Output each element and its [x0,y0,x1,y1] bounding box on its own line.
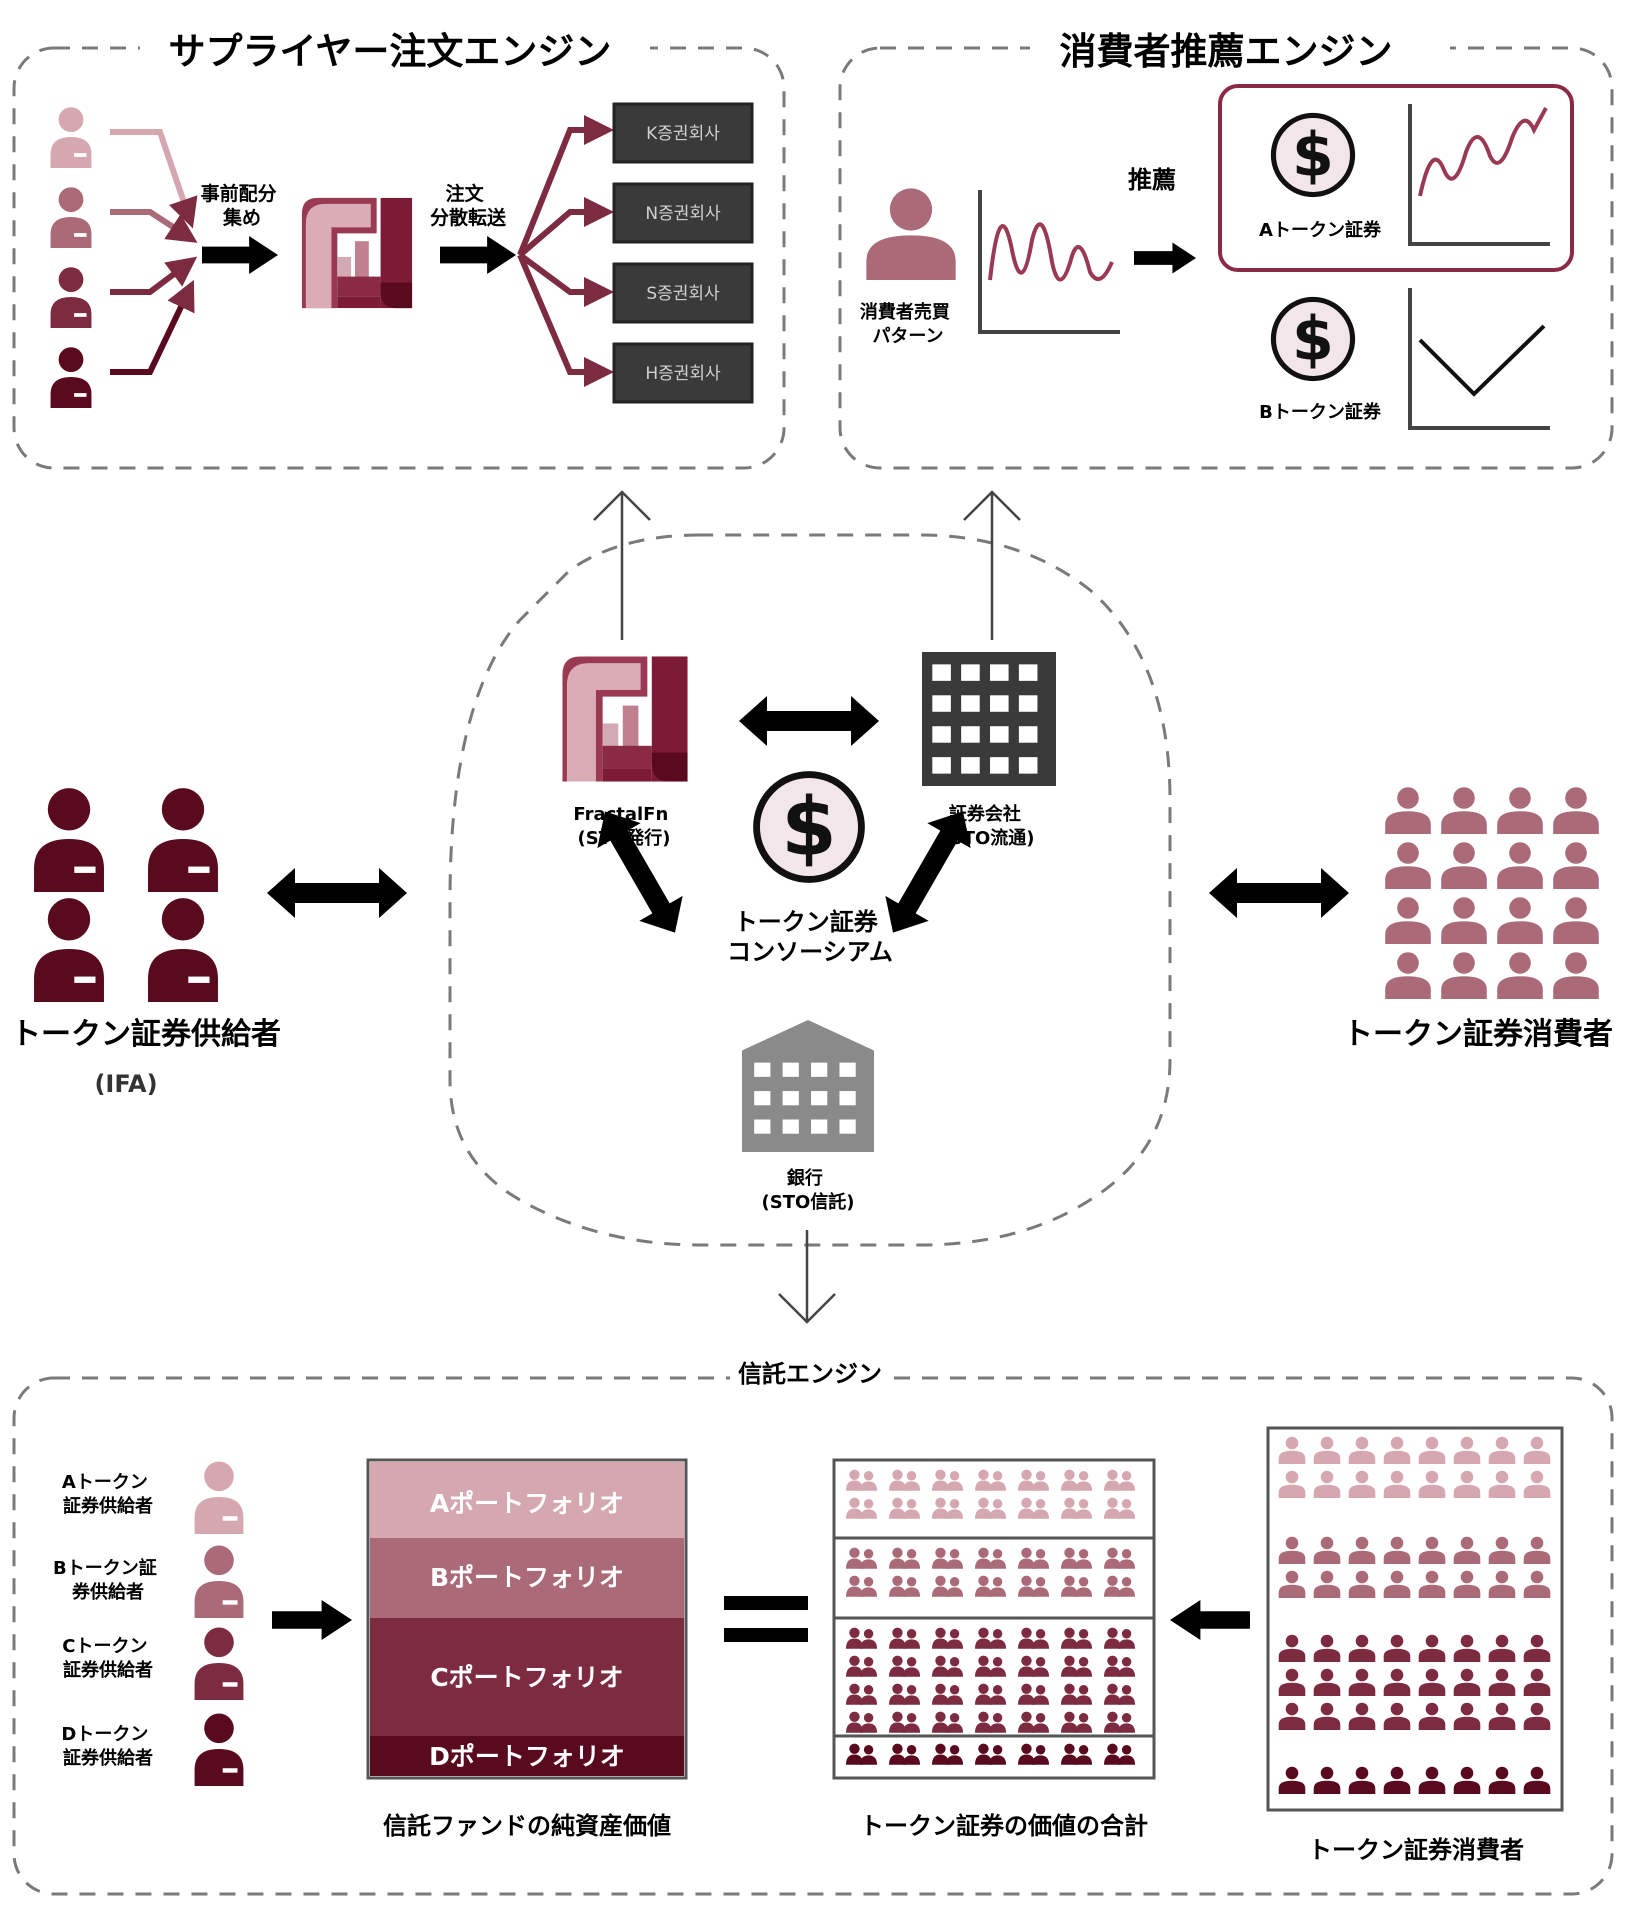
broker-h: H증권회사 [645,364,721,384]
person-icon [1385,787,1431,834]
person-icon [148,898,218,1002]
person-icon [1553,842,1599,889]
person-icon [1385,952,1431,999]
person-icon [50,187,92,248]
portfolio-d-block [370,1736,684,1776]
supplier-order-engine-panel: サプライヤー注文エンジン 事前配分 集め 注文 分散転送 [12,22,786,470]
token-consumers-group [1385,787,1599,999]
portfolio-a-block [370,1462,684,1538]
trust-consumers-box [1266,1426,1564,1812]
equals-sign-icon [724,1596,808,1642]
consortium-label: トークン証券 コンソーシアム [727,908,893,966]
distribute-label: 注文 分散転送 [430,182,507,229]
token-sum-caption: トークン証券の価値の合計 [860,1812,1148,1840]
arrow-icon [1170,1600,1250,1640]
trust-engine-title: 信託エンジン [738,1360,882,1388]
supplier-a-label: Aトークン 証券供給者 [62,1472,154,1517]
upward-arrows [593,490,1021,640]
person-icon [1385,842,1431,889]
token-a-label: Aトークン証券 [1259,219,1382,241]
portfolio-b-block [370,1538,684,1618]
dollar-coin-icon [1273,299,1352,378]
consumers-caption: トークン証券消費者 [1308,1836,1524,1864]
dollar-coin-icon [757,775,862,880]
supplier-person-icons [50,107,92,408]
uptrend-chart-icon [1408,104,1550,246]
arrow-icon [272,1600,352,1640]
person-icon [1385,897,1431,944]
person-icon [866,188,956,280]
broker-list: K증권회사 N증권회사 S증권회사 H증권회사 [612,102,754,404]
supplier-d-label: Dトークン 証券供給者 [61,1724,154,1769]
bank-label: 銀行 (STO信託) [762,1167,855,1213]
recommend-engine-title: 消費者推薦エンジン [1060,30,1393,73]
double-arrow-icon [739,696,879,746]
token-suppliers-group [34,788,218,1002]
person-icon [1553,787,1599,834]
v-shape-chart-icon [1408,288,1550,430]
person-icon [194,1461,244,1534]
portfolio-b-label: Bポートフォリオ [430,1563,624,1592]
consortium-circle [448,533,1172,1247]
fractalfn-logo-icon [558,652,692,786]
consumer-recommend-engine-panel: 消費者推薦エンジン 消費者売買 パターン 推薦 Aトークン証券 Bトークン証券 [838,22,1614,470]
recommend-arrow-icon [1134,242,1196,274]
downward-arrow [778,1230,836,1324]
portfolio-stack: Aポートフォリオ Bポートフォリオ Cポートフォリオ Dポートフォリオ [366,1458,688,1780]
portfolio-a-label: Aポートフォリオ [430,1489,624,1518]
broker-k: K증권회사 [646,124,720,144]
double-arrow-icon [267,868,407,918]
broker-s: S증권회사 [646,284,720,304]
nav-caption: 信託ファンドの純資産価値 [383,1812,671,1840]
person-icon [1441,952,1487,999]
portfolio-c-label: Cポートフォリオ [430,1663,623,1692]
broker-n: N증권회사 [645,204,721,224]
collect-arrow-icon [202,236,278,274]
dollar-coin-icon [1273,115,1352,194]
bank-icon [742,1020,874,1152]
recommend-label: 推薦 [1128,166,1176,194]
trust-engine-panel: 信託エンジン Aトークン 証券供給者 Bトークン証 券供給者 Cトークン 証券供… [12,1352,1614,1896]
person-icon [1497,952,1543,999]
person-icon [34,898,104,1002]
person-icon [50,107,92,168]
supplier-c-label: Cトークン 証券供給者 [62,1636,154,1681]
person-icon [194,1627,244,1700]
person-icon [50,347,92,408]
portfolio-c-block [370,1618,684,1736]
person-icon [1553,952,1599,999]
supplier-engine-title: サプライヤー注文エンジン [169,30,612,73]
person-icon [1497,842,1543,889]
distribute-arrow-icon [440,236,516,274]
person-icon [194,1545,244,1618]
person-icon [34,788,104,892]
fractalfn-logo-icon [298,194,416,312]
person-icon [1497,897,1543,944]
token-a-card: Aトークン証券 [1218,84,1574,272]
consumer-title: トークン証券消費者 [1343,1017,1613,1052]
token-b-label: Bトークン証券 [1259,401,1382,423]
person-icon [1497,787,1543,834]
person-icon [1441,842,1487,889]
person-icon [50,267,92,328]
person-icon [1441,787,1487,834]
pattern-line-chart-icon [978,190,1120,334]
collect-arrows [110,129,198,375]
supplier-title: トークン証券供給者 [11,1017,281,1052]
collect-label: 事前配分 集め [201,182,284,229]
supplier-subtitle: (IFA) [94,1070,157,1098]
person-icon [148,788,218,892]
double-arrow-icon [1209,868,1349,918]
token-value-grid [832,1458,1156,1780]
distribute-fan-arrows [517,115,614,387]
building-icon [922,652,1056,786]
person-icon [194,1713,244,1786]
person-icon [1441,897,1487,944]
pattern-label: 消費者売買 パターン [860,301,956,347]
person-icon [1553,897,1599,944]
supplier-b-label: Bトークン証 券供給者 [53,1557,163,1603]
portfolio-d-label: Dポートフォリオ [429,1742,625,1771]
token-b-card: Bトークン証券 [1259,288,1550,430]
